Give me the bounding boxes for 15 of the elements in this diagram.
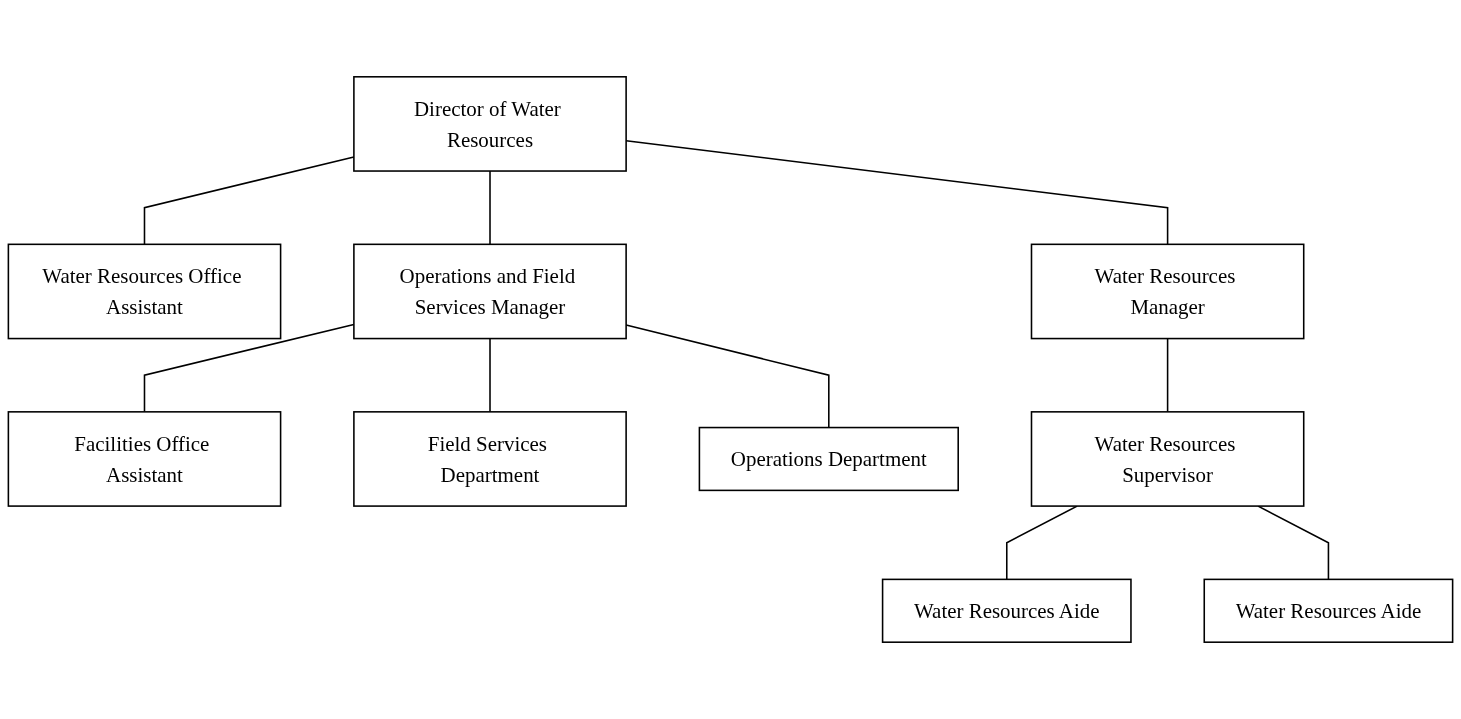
node-box: Water Resources Office Assistant [7,243,282,340]
node-box: Operations and Field Services Manager [353,243,627,340]
connector [1166,337,1169,413]
connector [489,337,491,413]
node-box: Operations Department [698,426,959,492]
connector [1257,505,1330,581]
node-box: Field Services Department [353,411,627,507]
node-box: Water Resources Aide [881,578,1132,643]
connector [489,170,491,246]
node-box: Water Resources Aide [1203,578,1454,643]
node-box: Water Resources Manager [1030,243,1305,340]
connector [1006,505,1078,581]
node-box: Water Resources Supervisor [1030,411,1305,507]
node-box: Director of Water Resources [353,76,627,172]
node-box: Facilities Office Assistant [7,411,282,507]
